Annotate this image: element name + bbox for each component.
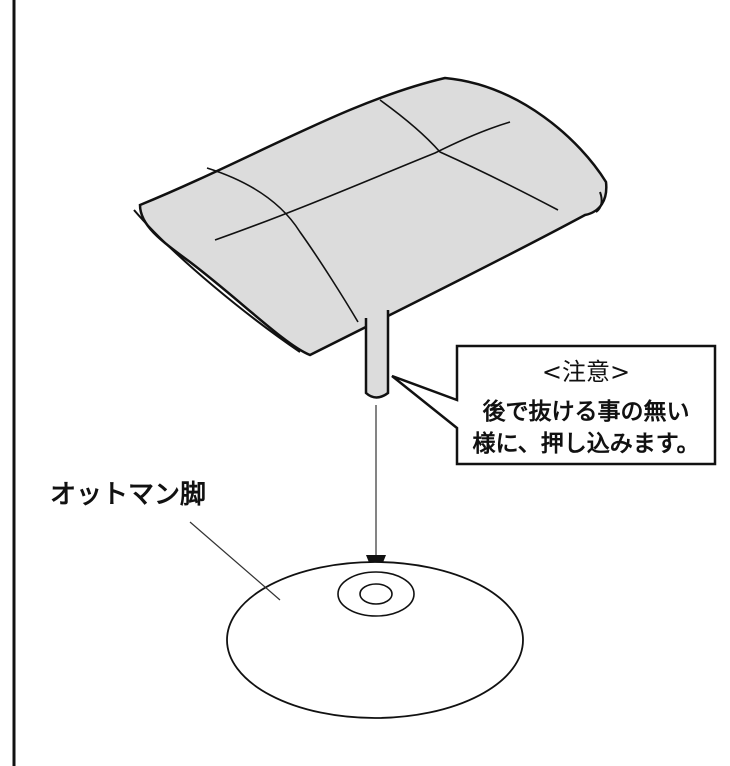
caution-title: <注意> [542, 358, 630, 386]
cushion-seam-right [379, 99, 559, 211]
ottoman-leg-leader [189, 521, 281, 601]
cushion-right-edge [595, 191, 603, 213]
cushion-front-edge [133, 209, 301, 353]
caution-callout-frame [391, 344, 717, 466]
caution-callout: <注意> 後で抜ける事の無い 様に、押し込みます。 [391, 344, 717, 466]
ottoman-base [226, 561, 524, 719]
caution-line-1: 後で抜ける事の無い [483, 398, 690, 425]
ottoman-cushion [133, 76, 608, 357]
cushion-seam-left [206, 167, 359, 323]
cushion-seam-long [214, 121, 511, 241]
cushion-body [138, 76, 608, 357]
caution-line-2: 様に、押し込みます。 [472, 430, 699, 457]
base-disc [226, 561, 524, 719]
ottoman-leg-label: オットマン脚 [50, 480, 206, 510]
ottoman-post [364, 310, 390, 399]
base-socket-inner [359, 583, 393, 605]
